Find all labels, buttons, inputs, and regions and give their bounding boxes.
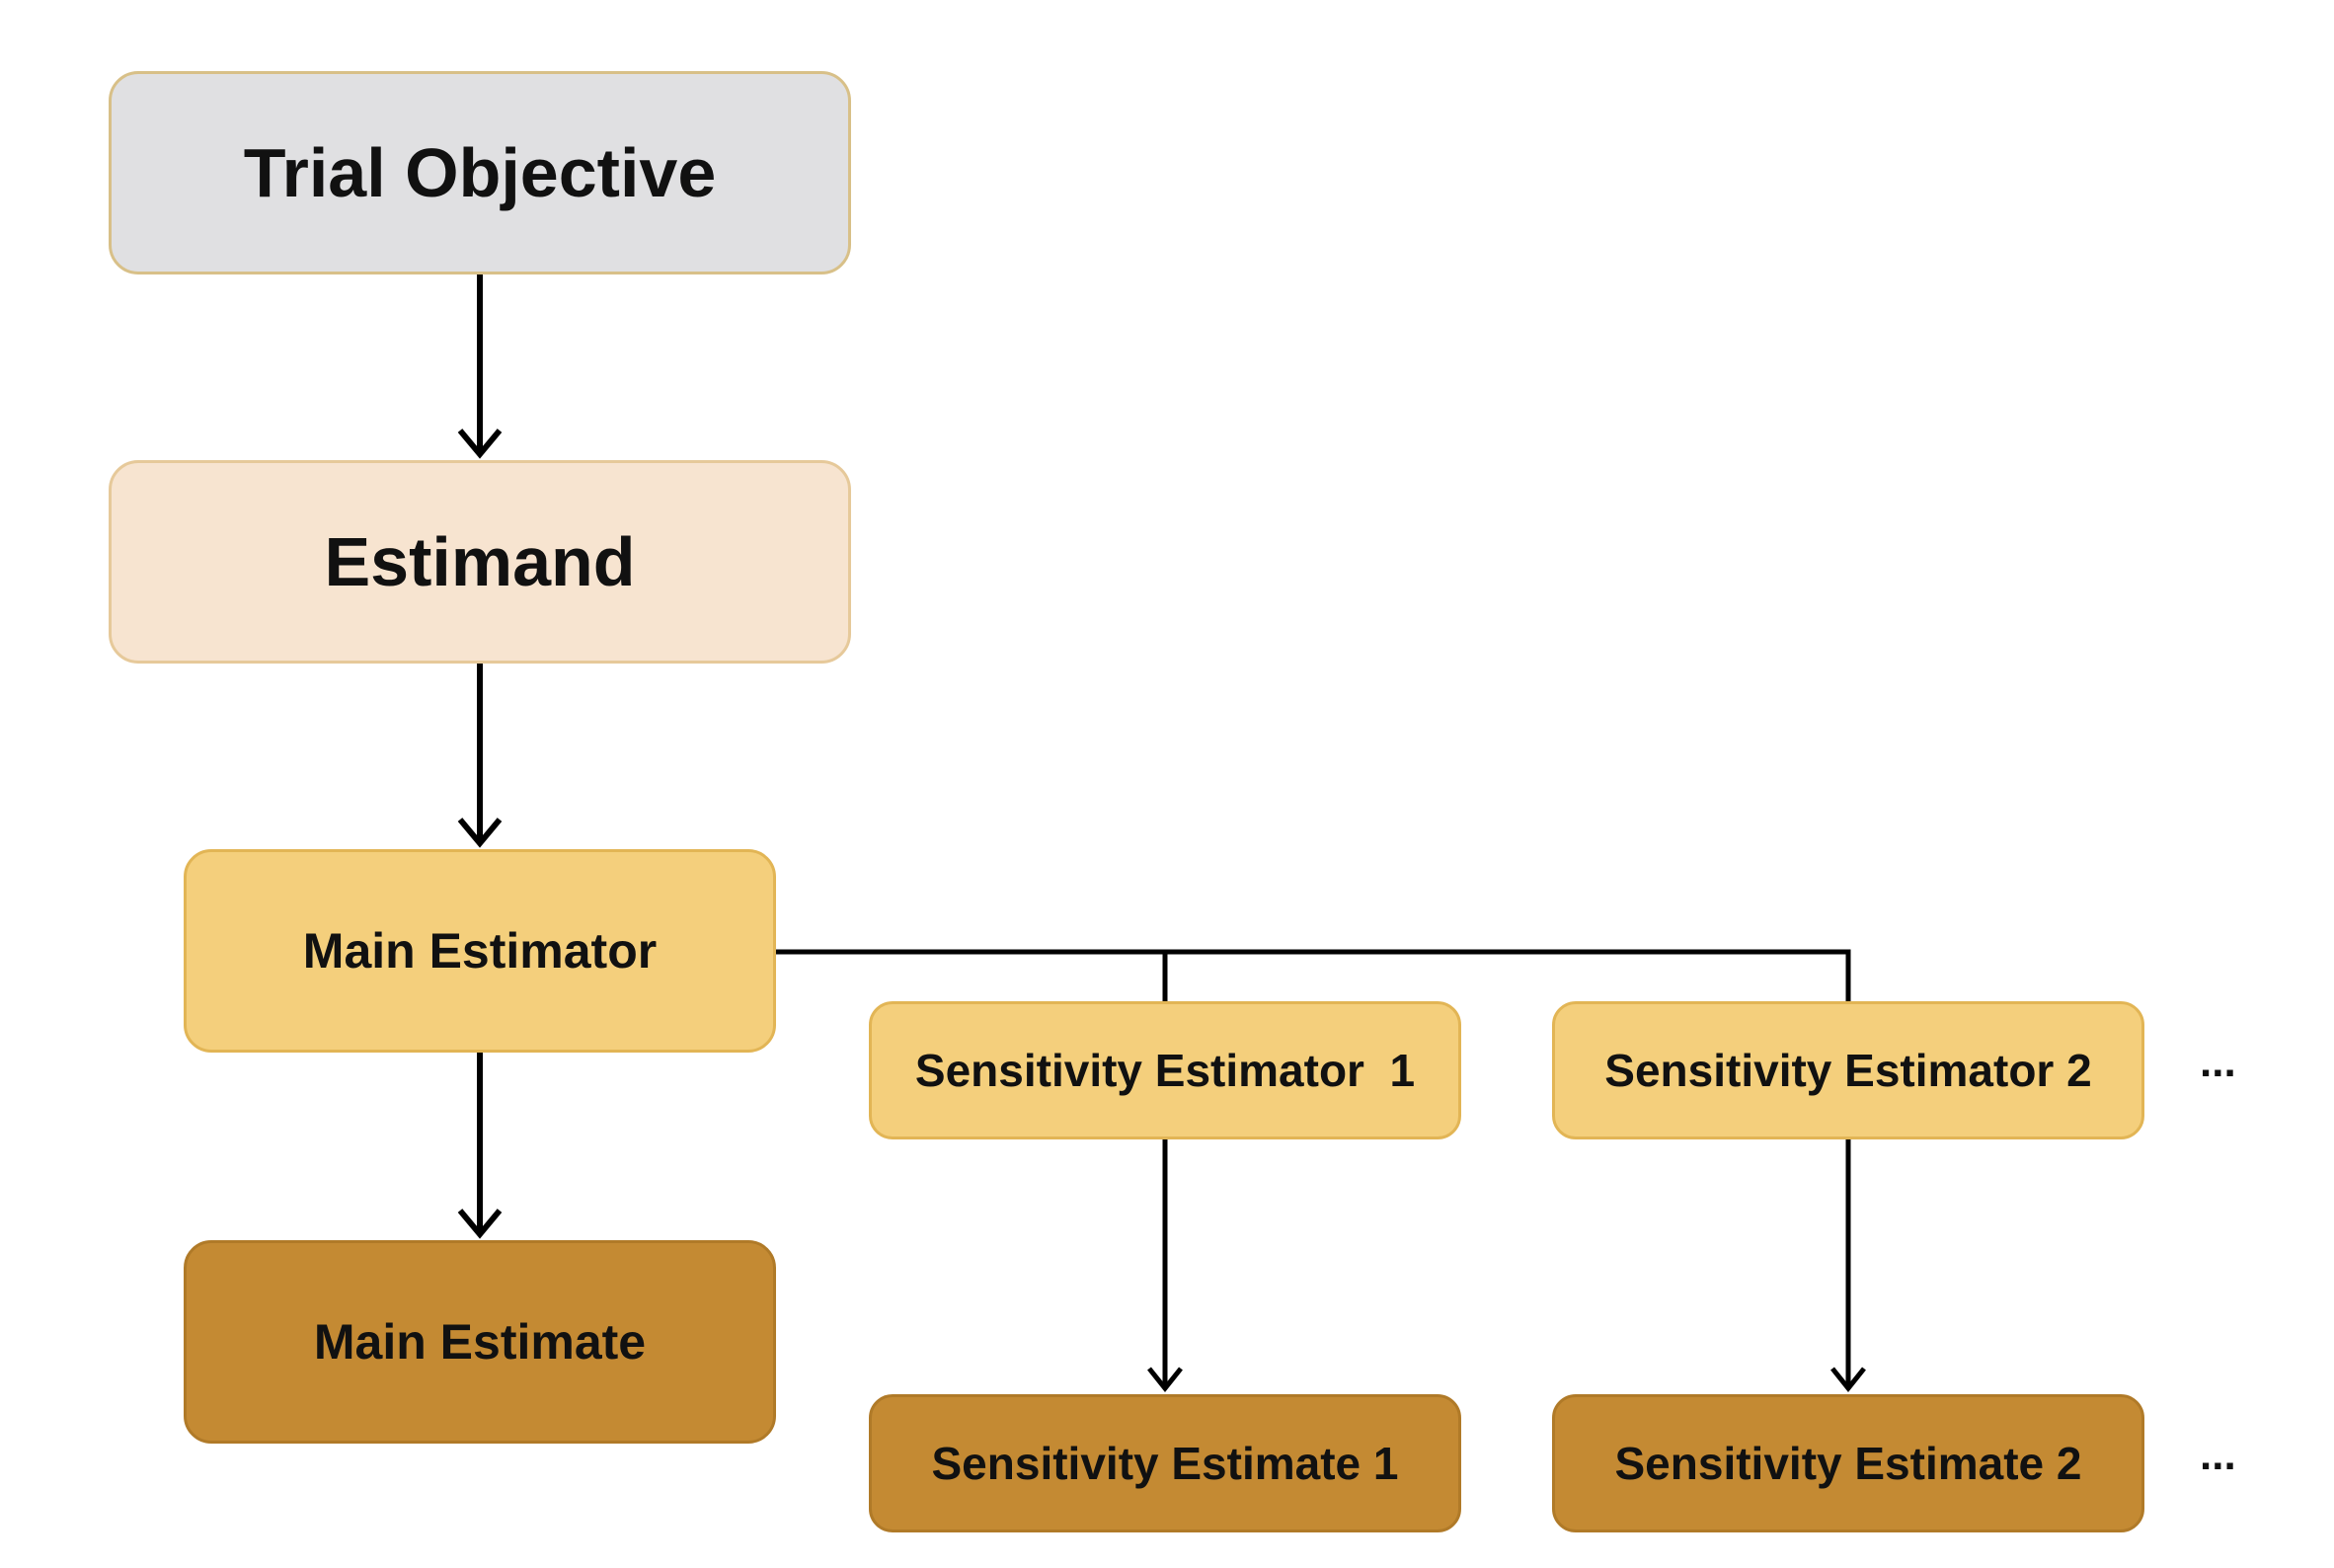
node-label: Sensitivity Estimate 2 [1614,1438,2082,1489]
node-sensitivity-estimate-1: Sensitivity Estimate 1 [869,1394,1461,1532]
node-sensitivity-estimator-2: Sensitivity Estimator 2 [1552,1001,2144,1139]
arrowhead [457,818,503,848]
node-label: Sensitivity Estimate 1 [931,1438,1399,1489]
more-estimators-ellipsis: ... [2200,1038,2236,1086]
node-label: Sensitivity Estimator 2 [1604,1045,2092,1096]
node-main-estimate: Main Estimate [184,1240,776,1444]
node-main-estimator: Main Estimator [184,849,776,1053]
node-label: Main Estimator [302,923,658,979]
node-sensitivity-estimator-1: Sensitivity Estimator 1 [869,1001,1461,1139]
node-label: Estimand [324,523,636,600]
node-label: Sensitivity Estimator 1 [914,1045,1416,1096]
arrowhead [1147,1367,1183,1393]
arrowhead [457,1209,503,1239]
node-label: Trial Objective [243,134,717,211]
node-sensitivity-estimate-2: Sensitivity Estimate 2 [1552,1394,2144,1532]
node-trial-objective: Trial Objective [109,71,851,274]
node-label: Main Estimate [313,1314,647,1370]
arrowhead [1830,1367,1866,1393]
more-estimates-ellipsis: ... [2200,1431,2236,1479]
arrowhead [457,429,503,459]
node-estimand: Estimand [109,460,851,664]
edge-main-estimator-to-sensitivity-branch [776,949,1851,1001]
